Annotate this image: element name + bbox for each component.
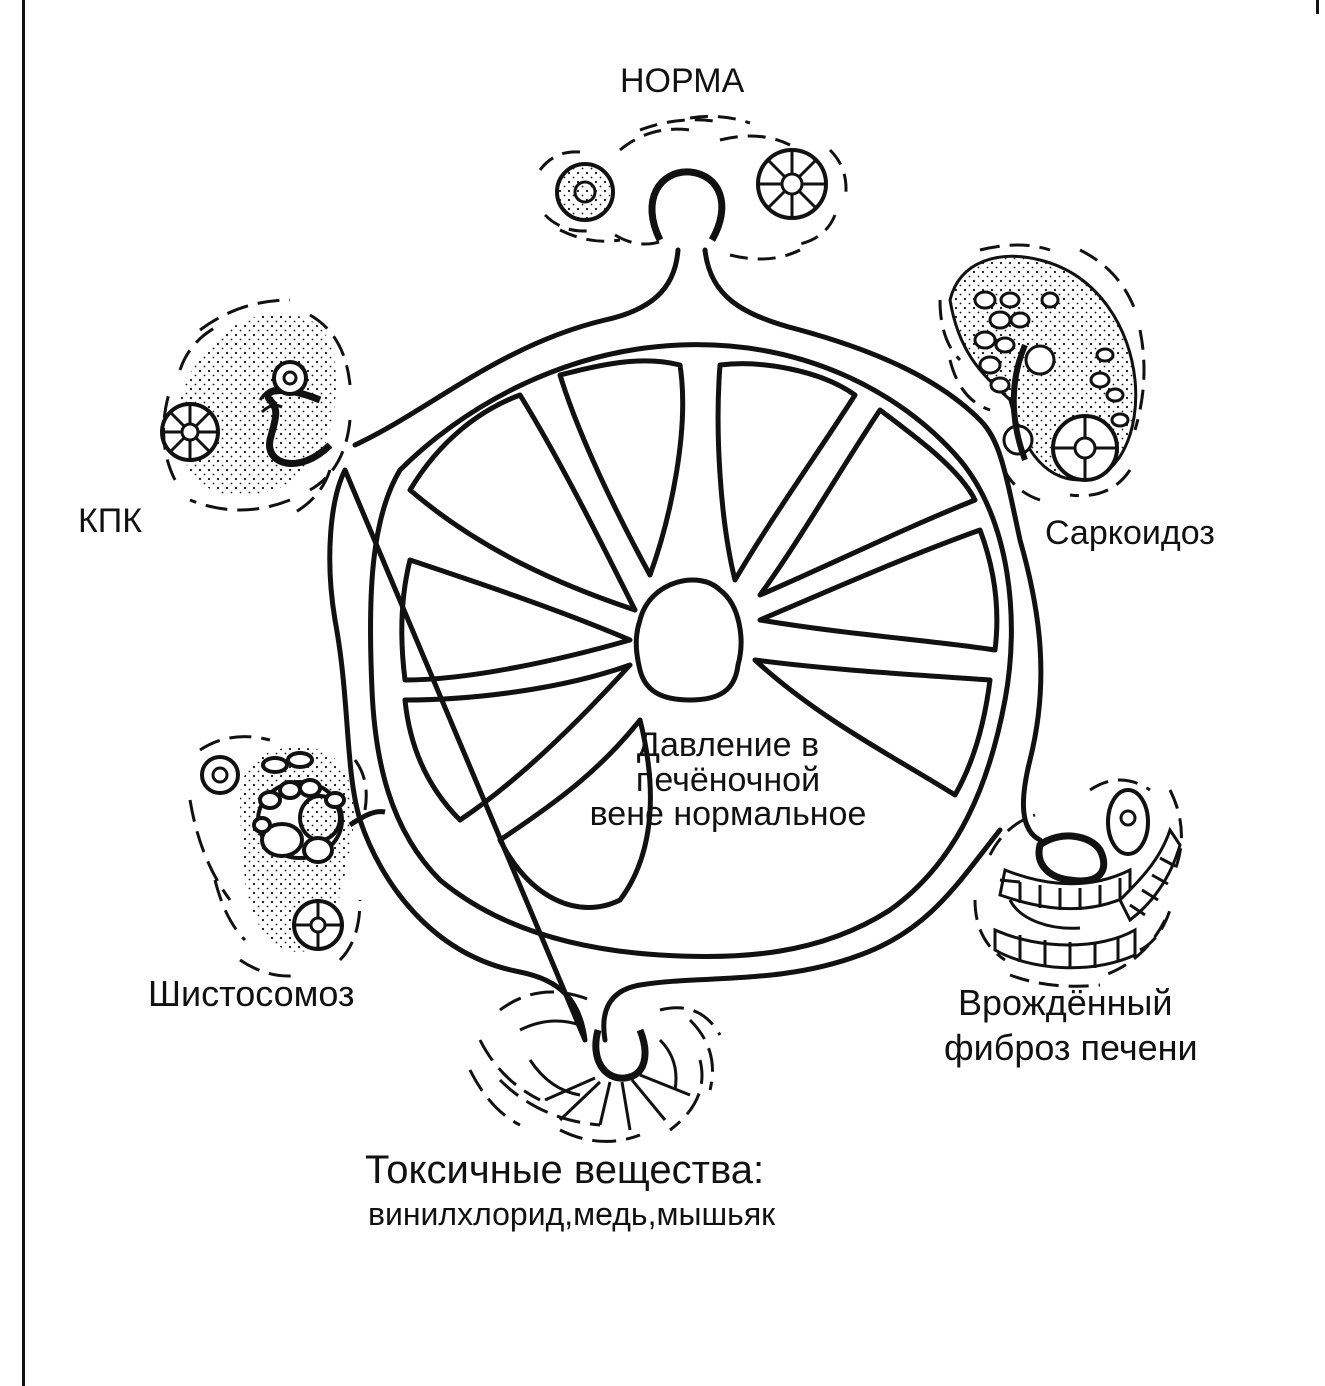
sarcoidosis-portal-tract	[938, 243, 1146, 502]
congenital-fibrosis-portal-tract	[973, 778, 1183, 988]
label-toxic-title: Токсичные вещества:	[365, 1148, 765, 1192]
norma-portal-tract	[538, 114, 848, 261]
central-vein	[633, 577, 744, 703]
plate-9	[402, 662, 633, 823]
label-congenital-fibrosis-line1: Врождённый	[958, 982, 1173, 1023]
plate-2	[715, 361, 858, 583]
label-toxic-list: винилхлорид,медь,мышьяк	[368, 1196, 776, 1232]
plate-3	[757, 407, 978, 598]
label-sarcoidosis: Саркоидоз	[1045, 514, 1215, 552]
label-schistosomiasis: Шистосомоз	[148, 973, 355, 1014]
label-congenital-fibrosis-line2: фиброз печени	[944, 1027, 1198, 1068]
lobule-outer-wall	[327, 247, 1044, 1043]
plate-6	[497, 717, 653, 910]
schistosomiasis-portal-tract	[188, 735, 386, 978]
plate-7	[399, 557, 633, 683]
center-note-line1: Давление в	[636, 726, 820, 764]
plate-4	[757, 527, 1000, 653]
pbc-portal-tract	[160, 298, 352, 517]
frame-right-border	[1316, 0, 1319, 14]
plate-1	[557, 358, 686, 578]
hepatic-plates	[399, 358, 1000, 910]
plate-5	[752, 657, 993, 798]
plate-8	[407, 392, 638, 613]
lobule-inner-wall	[367, 342, 1014, 960]
frame-left-border	[22, 0, 25, 1386]
center-note-line2: печёночной	[635, 760, 821, 799]
label-norma: НОРМА	[620, 62, 745, 100]
center-note-line3: вене нормальное	[589, 795, 867, 834]
toxic-portal-tract	[468, 990, 722, 1143]
central-vein-note: Давление в печёночной вене нормальное	[548, 728, 908, 832]
label-pbc: КПК	[78, 502, 143, 540]
